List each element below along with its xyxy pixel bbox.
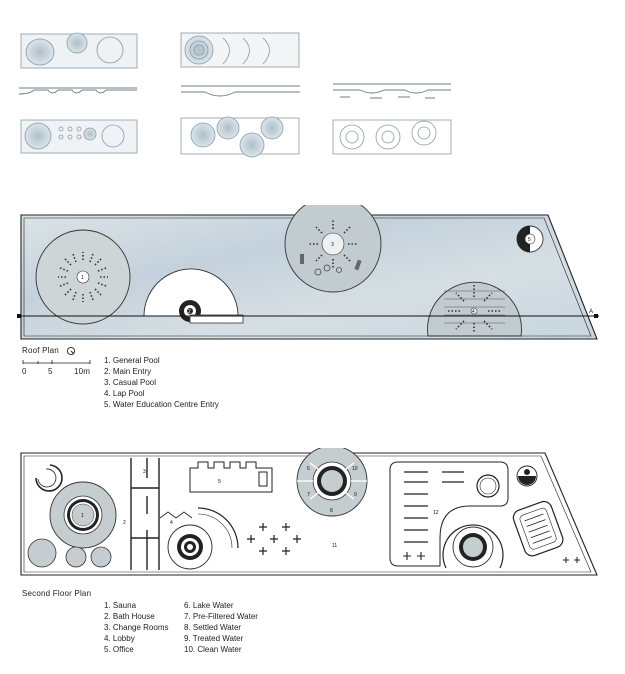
room-5-office [189, 461, 273, 493]
legend-item: 2. Bath House [104, 612, 155, 621]
legend-item: 8. Settled Water [184, 623, 242, 632]
legend-item: 2. Main Entry [104, 367, 152, 376]
second-floor-plan-drawing: 1 2 3 4 5 6 7 8 9 10 11 12 [20, 448, 598, 576]
scale-mid: 5 [48, 367, 53, 376]
second-floor-plan-title: Second Floor Plan [22, 589, 92, 598]
room-label-4: 4 [170, 520, 173, 526]
section-label: A [589, 309, 593, 315]
legend-item: 4. Lap Pool [104, 389, 145, 398]
roof-plan-drawing: 1 2 3 4 5 A [17, 205, 599, 340]
legend-item: 1. Sauna [104, 601, 137, 610]
concept-sketches [18, 32, 452, 158]
legend-item: 5. Water Education Centre Entry [104, 400, 219, 409]
sketch-plan-1 [20, 32, 138, 69]
sketch-plan-2 [20, 119, 138, 154]
room-label-6: 6 [307, 466, 310, 472]
water-treatment-ring [296, 448, 368, 517]
pool-4-lap-pool [427, 281, 522, 337]
sketch-section-1 [18, 87, 137, 95]
sketch-section-2 [181, 85, 300, 97]
roof-plan-legend: 1. General Pool 2. Main Entry 3. Casual … [104, 355, 219, 410]
scale-end: 10m [74, 367, 91, 376]
sketch-plan-5 [332, 119, 452, 155]
pool-label-3: 3 [331, 242, 334, 248]
room-label-9: 9 [354, 492, 357, 498]
room-label-12: 12 [433, 510, 439, 516]
north-arrow-icon [66, 346, 76, 356]
pool-label-2: 2 [188, 309, 191, 315]
room-label-11: 11 [332, 543, 337, 549]
pool-1-general-pool [35, 229, 131, 325]
scale-zero: 0 [22, 367, 27, 376]
scale-bar [22, 360, 91, 364]
section-line [17, 314, 599, 318]
room-label-10: 10 [352, 466, 358, 472]
room-label-1: 1 [81, 513, 84, 519]
legend-item: 3. Change Rooms [104, 623, 169, 632]
room-label-3: 3 [143, 469, 146, 475]
legend-item: 4. Lobby [104, 634, 135, 643]
legend-item: 7. Pre-Filtered Water [184, 612, 258, 621]
room-1-sauna [27, 464, 117, 568]
second-floor-legend-left: 1. Sauna 2. Bath House 3. Change Rooms 4… [104, 600, 168, 655]
pool-label-4: 4 [472, 309, 475, 315]
sketch-plan-3 [180, 32, 300, 68]
room-2-3-bath-change [130, 458, 160, 570]
sketch-section-3 [333, 83, 451, 99]
second-floor-legend-right: 6. Lake Water 7. Pre-Filtered Water 8. S… [184, 600, 258, 655]
pool-label-1: 1 [81, 275, 84, 281]
legend-item: 5. Office [104, 645, 134, 654]
room-label-8: 8 [330, 508, 333, 514]
sketch-plan-4 [180, 116, 300, 158]
legend-item: 3. Casual Pool [104, 378, 157, 387]
fixtures-plus [247, 523, 301, 555]
roof-plan-title: Roof Plan [22, 346, 59, 355]
legend-item: 10. Clean Water [184, 645, 242, 654]
room-label-2: 2 [123, 520, 126, 526]
room-label-7: 7 [307, 492, 310, 498]
room-label-5: 5 [218, 479, 221, 485]
pool-label-5: 5 [528, 237, 531, 243]
pool-3-casual-pool [284, 205, 382, 293]
right-entry [512, 465, 580, 563]
legend-item: 6. Lake Water [184, 601, 234, 610]
legend-item: 1. General Pool [104, 356, 160, 365]
room-12-hall [389, 461, 509, 569]
room-4-lobby [159, 507, 239, 570]
legend-item: 9. Treated Water [184, 634, 244, 643]
pool-5-education-entry [516, 225, 544, 253]
